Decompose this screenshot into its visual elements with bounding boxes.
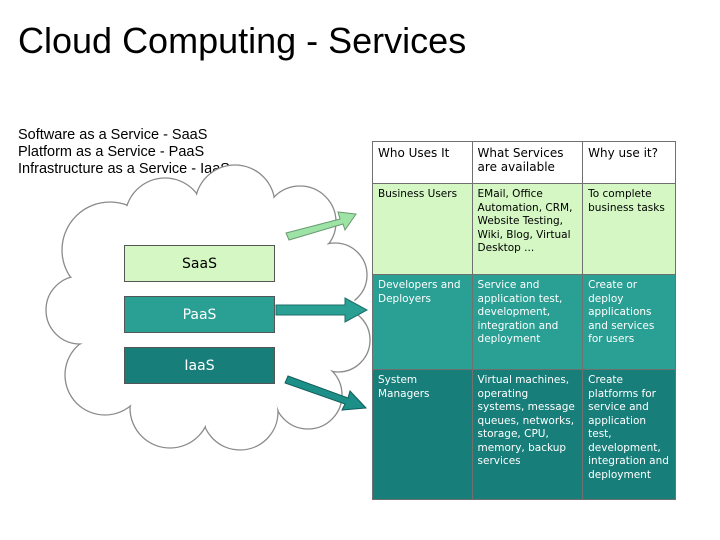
paas-arrow xyxy=(275,297,369,323)
saas-arrow xyxy=(285,211,357,241)
bullet-iaas: Infrastructure as a Service - IaaS xyxy=(18,161,230,177)
paas-why-cell: Create or deploy applications and servic… xyxy=(582,274,676,370)
header-what-services: What Services are available xyxy=(471,141,584,184)
table-row-iaas: System Managers Virtual machines, operat… xyxy=(372,369,676,500)
service-list: Software as a Service - SaaS Platform as… xyxy=(18,127,230,178)
iaas-why-cell: Create platforms for service and applica… xyxy=(582,369,676,500)
iaas-users-cell: System Managers xyxy=(372,369,473,500)
iaas-services-cell: Virtual machines, operating systems, mes… xyxy=(471,369,584,500)
paas-layer: PaaS xyxy=(124,296,275,333)
iaas-layer: IaaS xyxy=(124,347,275,384)
table-header-row: Who Uses It What Services are available … xyxy=(372,141,676,184)
saas-services-cell: EMail, Office Automation, CRM, Website T… xyxy=(471,183,584,275)
saas-users-cell: Business Users xyxy=(372,183,473,275)
table-row-saas: Business Users EMail, Office Automation,… xyxy=(372,183,676,275)
iaas-arrow xyxy=(284,375,368,411)
header-why-use-it: Why use it? xyxy=(582,141,676,184)
paas-services-cell: Service and application test, developmen… xyxy=(471,274,584,370)
header-who-uses-it: Who Uses It xyxy=(372,141,473,184)
table-row-paas: Developers and Deployers Service and app… xyxy=(372,274,676,370)
bullet-paas: Platform as a Service - PaaS xyxy=(18,144,205,160)
bullet-saas: Software as a Service - SaaS xyxy=(18,127,208,143)
saas-layer: SaaS xyxy=(124,245,275,282)
saas-why-cell: To complete business tasks xyxy=(582,183,676,275)
page-title: Cloud Computing - Services xyxy=(18,20,467,61)
services-table: Who Uses It What Services are available … xyxy=(372,141,676,500)
paas-users-cell: Developers and Deployers xyxy=(372,274,473,370)
